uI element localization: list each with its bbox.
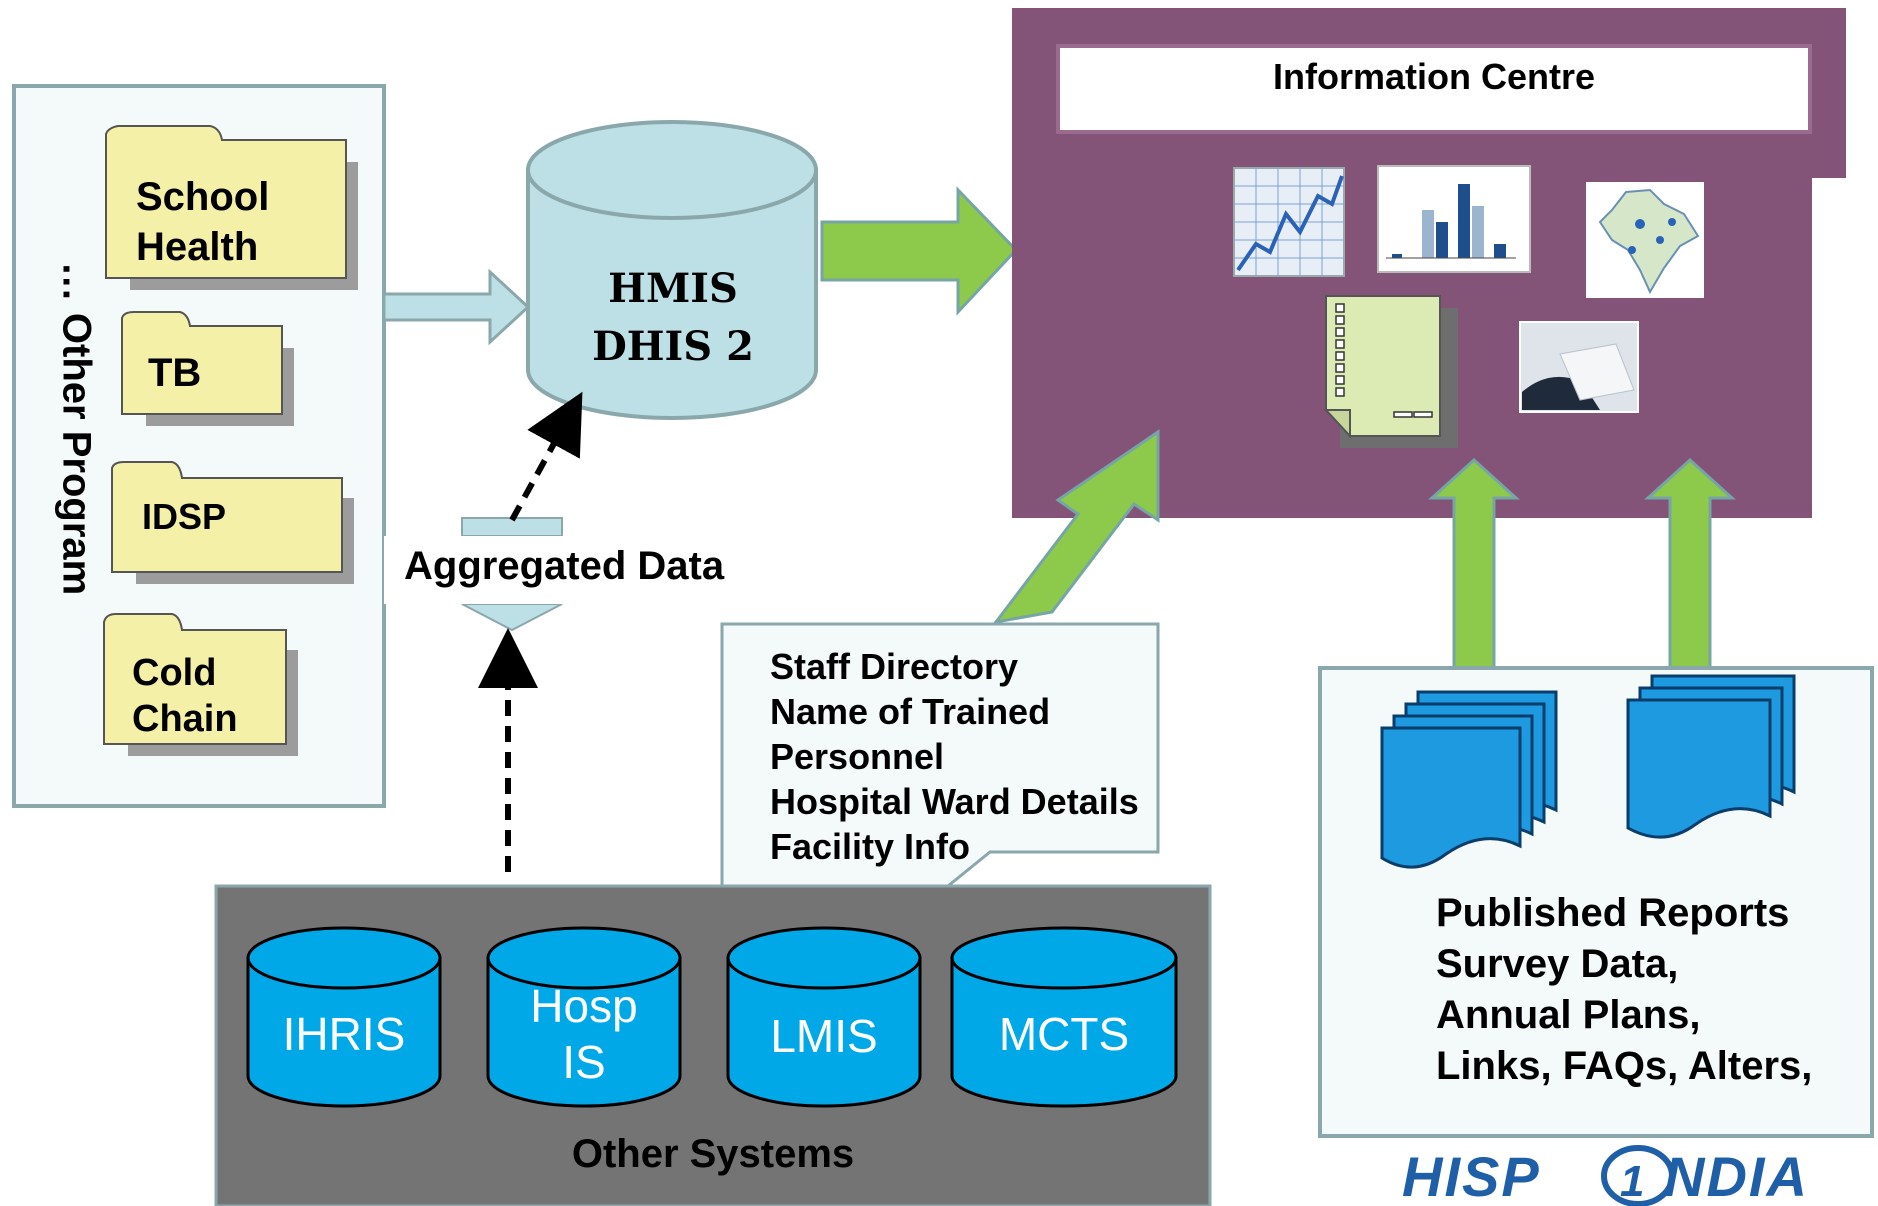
india-map-thumbnail xyxy=(1586,182,1704,298)
folder-label-tb: TB xyxy=(148,351,202,395)
reports-text: Published Reports Survey Data, Annual Pl… xyxy=(1436,891,1813,1088)
staff-note-text: Staff Directory Name of Trained Personne… xyxy=(770,646,1139,867)
arrow-hmis-to-info-centre xyxy=(820,186,1019,316)
system-label-hosp-is: Hosp IS xyxy=(530,980,638,1088)
system-label-lmis: LMIS xyxy=(770,1010,878,1062)
info-centre-title: Information Centre xyxy=(1272,56,1595,97)
arrow-programs-to-hmis xyxy=(382,268,531,346)
aggregated-data-callout xyxy=(384,517,744,632)
svg-text:HISP: HISP xyxy=(1402,1145,1541,1206)
folder-idsp xyxy=(111,461,354,584)
folder-label-idsp: IDSP xyxy=(142,496,227,537)
report-stack-left xyxy=(1380,690,1558,869)
document-thumbnail xyxy=(1323,295,1458,448)
report-stack-right xyxy=(1626,674,1796,839)
hmis-label: HMIS DHIS 2 xyxy=(592,265,754,370)
folder-school-health xyxy=(105,125,358,290)
system-cylinder-ihris xyxy=(246,926,442,1108)
other-systems-label: Other Systems xyxy=(571,1132,855,1176)
dashed-arrow-to-hmis xyxy=(509,391,583,522)
arrow-staff-to-info-centre xyxy=(992,429,1160,625)
other-program-side-label: … Other Program xyxy=(54,261,99,596)
aggregated-data-label: Aggregated Data xyxy=(404,544,725,588)
hmis-cylinder xyxy=(526,120,818,420)
svg-text:NDIA: NDIA xyxy=(1664,1145,1809,1206)
system-cylinder-mcts xyxy=(950,926,1178,1108)
line-chart-thumbnail xyxy=(1233,167,1345,277)
arrow-reports-right-up xyxy=(1644,457,1736,682)
system-label-mcts: MCTS xyxy=(998,1008,1130,1060)
system-cylinder-lmis xyxy=(726,926,922,1108)
system-label-ihris: IHRIS xyxy=(282,1008,406,1060)
bar-chart-thumbnail xyxy=(1377,165,1531,273)
photo-thumbnail xyxy=(1519,321,1639,413)
hisp-india-logo: HISP 1 NDIA xyxy=(1402,1145,1809,1206)
folder-cold-chain xyxy=(103,613,298,756)
arrow-reports-left-up xyxy=(1428,457,1520,682)
folder-label-cold-chain: Cold Chain xyxy=(132,652,238,740)
svg-text:1: 1 xyxy=(1620,1157,1644,1206)
folder-tb xyxy=(121,311,294,426)
system-cylinder-hosp-is xyxy=(486,926,682,1108)
folder-label-school-health: School Health xyxy=(136,175,270,269)
